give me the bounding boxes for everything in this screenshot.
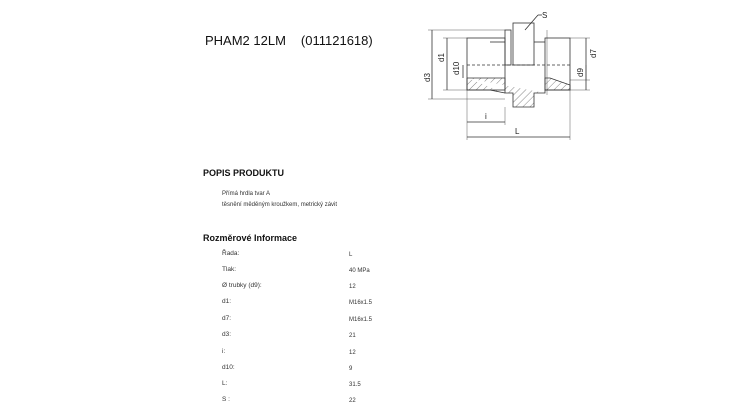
dimension-label: S : xyxy=(222,396,230,403)
label-l: L xyxy=(515,127,520,136)
dimension-value: 31.5 xyxy=(349,382,361,388)
dimension-value: 40 MPa xyxy=(349,268,370,274)
dimension-label: i: xyxy=(222,348,226,355)
label-d9: d9 xyxy=(576,68,585,77)
product-code: (011121618) xyxy=(300,33,373,48)
dimension-label: d10: xyxy=(222,364,235,371)
dimension-label: Ø trubky (d9): xyxy=(222,282,262,289)
dimensions-heading: Rozměrové Informace xyxy=(203,233,298,243)
product-name: PHAM2 12LM xyxy=(205,33,286,48)
dimension-label: L: xyxy=(222,380,228,387)
dimension-value: 12 xyxy=(349,350,356,356)
label-i: i xyxy=(485,112,487,121)
description-line: Přímá hrdla tvar A xyxy=(222,191,271,197)
label-d7: d7 xyxy=(589,49,598,58)
description-heading: POPIS PRODUKTU xyxy=(203,168,285,178)
dimension-value: L xyxy=(349,252,353,258)
dimension-value: 21 xyxy=(349,333,356,339)
label-d10: d10 xyxy=(452,61,461,75)
dimension-value: M16x1.5 xyxy=(349,317,373,323)
dimension-value: 22 xyxy=(349,398,356,404)
label-d3: d3 xyxy=(423,73,432,82)
label-d1: d1 xyxy=(437,53,446,62)
label-s: S xyxy=(542,11,547,20)
dimension-label: d3: xyxy=(222,331,232,338)
dimension-value: M16x1.5 xyxy=(349,300,373,306)
description-line: těsnění měděným kroužkem, metrický závit xyxy=(222,202,338,208)
dimension-label: Řada: xyxy=(222,250,240,257)
product-title: PHAM2 12LM (011121618) xyxy=(205,33,388,48)
dimension-value: 12 xyxy=(349,284,356,290)
dimension-value: 9 xyxy=(349,366,353,372)
dimension-label: d7: xyxy=(222,315,232,322)
dimension-label: Tlak: xyxy=(222,266,237,273)
dimension-label: d1: xyxy=(222,298,232,305)
